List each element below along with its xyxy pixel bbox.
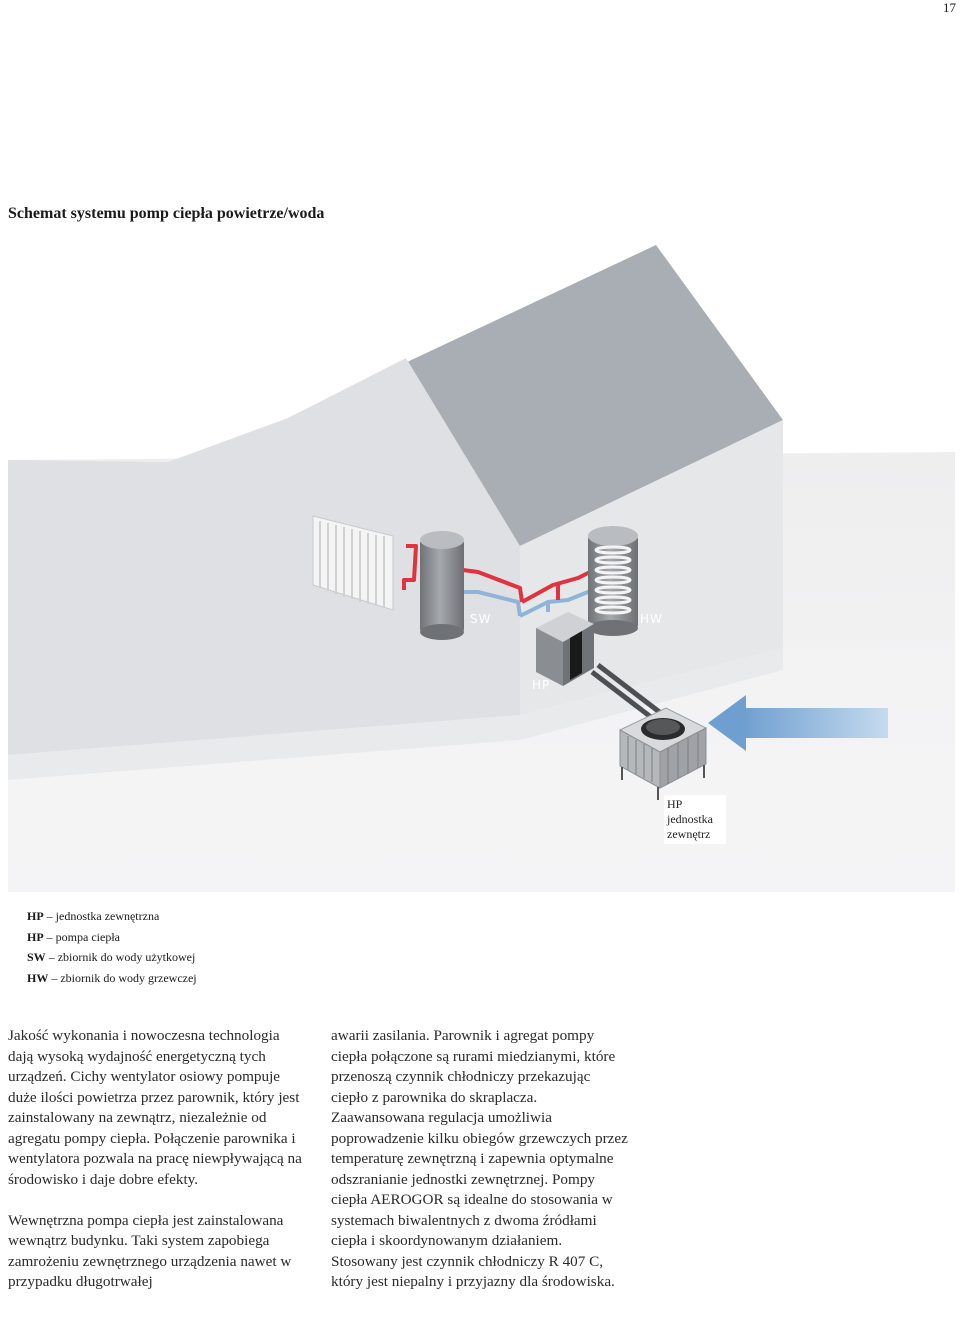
- hw-label: HW: [640, 612, 663, 626]
- page-number: 17: [943, 0, 956, 15]
- legend: HP – jednostka zewnętrzna HP – pompa cie…: [27, 906, 197, 988]
- sw-label: SW: [470, 612, 491, 626]
- legend-row: HP – jednostka zewnętrzna: [27, 906, 197, 927]
- gable-wall: [8, 358, 520, 755]
- body-paragraph: Jakość wykonania i nowoczesna technologi…: [8, 1027, 302, 1188]
- hp-outdoor-unit-icon: [618, 707, 708, 800]
- air-flow-arrow: [708, 695, 888, 751]
- hp-indoor-unit-icon: [536, 612, 594, 686]
- heat-pump-diagram: SW HW HP HP jednostka zewnętrz: [8, 240, 955, 892]
- legend-row: SW – zbiornik do wody użytkowej: [27, 947, 197, 968]
- callout-line: zewnętrz: [667, 827, 711, 841]
- body-paragraph: Wewnętrzna pompa ciepła jest zainstalowa…: [8, 1211, 292, 1291]
- legend-abbr: HP: [27, 909, 44, 923]
- legend-row: HW – zbiornik do wody grzewczej: [27, 968, 197, 989]
- outdoor-unit-callout: HP jednostka zewnętrz: [664, 795, 726, 844]
- legend-text: – zbiornik do wody grzewczej: [51, 970, 197, 985]
- legend-text: – pompa ciepła: [46, 929, 120, 944]
- legend-row: HP – pompa ciepła: [27, 927, 197, 948]
- legend-abbr: HW: [27, 970, 49, 985]
- sw-tank-icon: [420, 531, 464, 640]
- body-column-right: awarii zasilania. Parownik i agregat pom…: [331, 1026, 631, 1293]
- body-column-left: Jakość wykonania i nowoczesna technologi…: [8, 1026, 308, 1293]
- hw-tank-icon: [588, 526, 638, 636]
- legend-abbr: SW: [27, 950, 46, 964]
- house-illustration: SW HW HP: [8, 245, 955, 892]
- figure-heading: Schemat systemu pomp ciepła powietrze/wo…: [8, 205, 325, 222]
- radiator-icon: [312, 515, 394, 611]
- hp-label: HP: [532, 678, 550, 692]
- legend-text: – jednostka zewnętrzna: [46, 909, 160, 923]
- callout-line: HP: [667, 797, 683, 811]
- inner-floor: [8, 648, 783, 780]
- callout-line: jednostka: [667, 812, 713, 826]
- legend-text: – zbiornik do wody użytkowej: [48, 950, 196, 964]
- body-paragraph: awarii zasilania. Parownik i agregat pom…: [331, 1027, 628, 1290]
- legend-abbr: HP: [27, 929, 44, 944]
